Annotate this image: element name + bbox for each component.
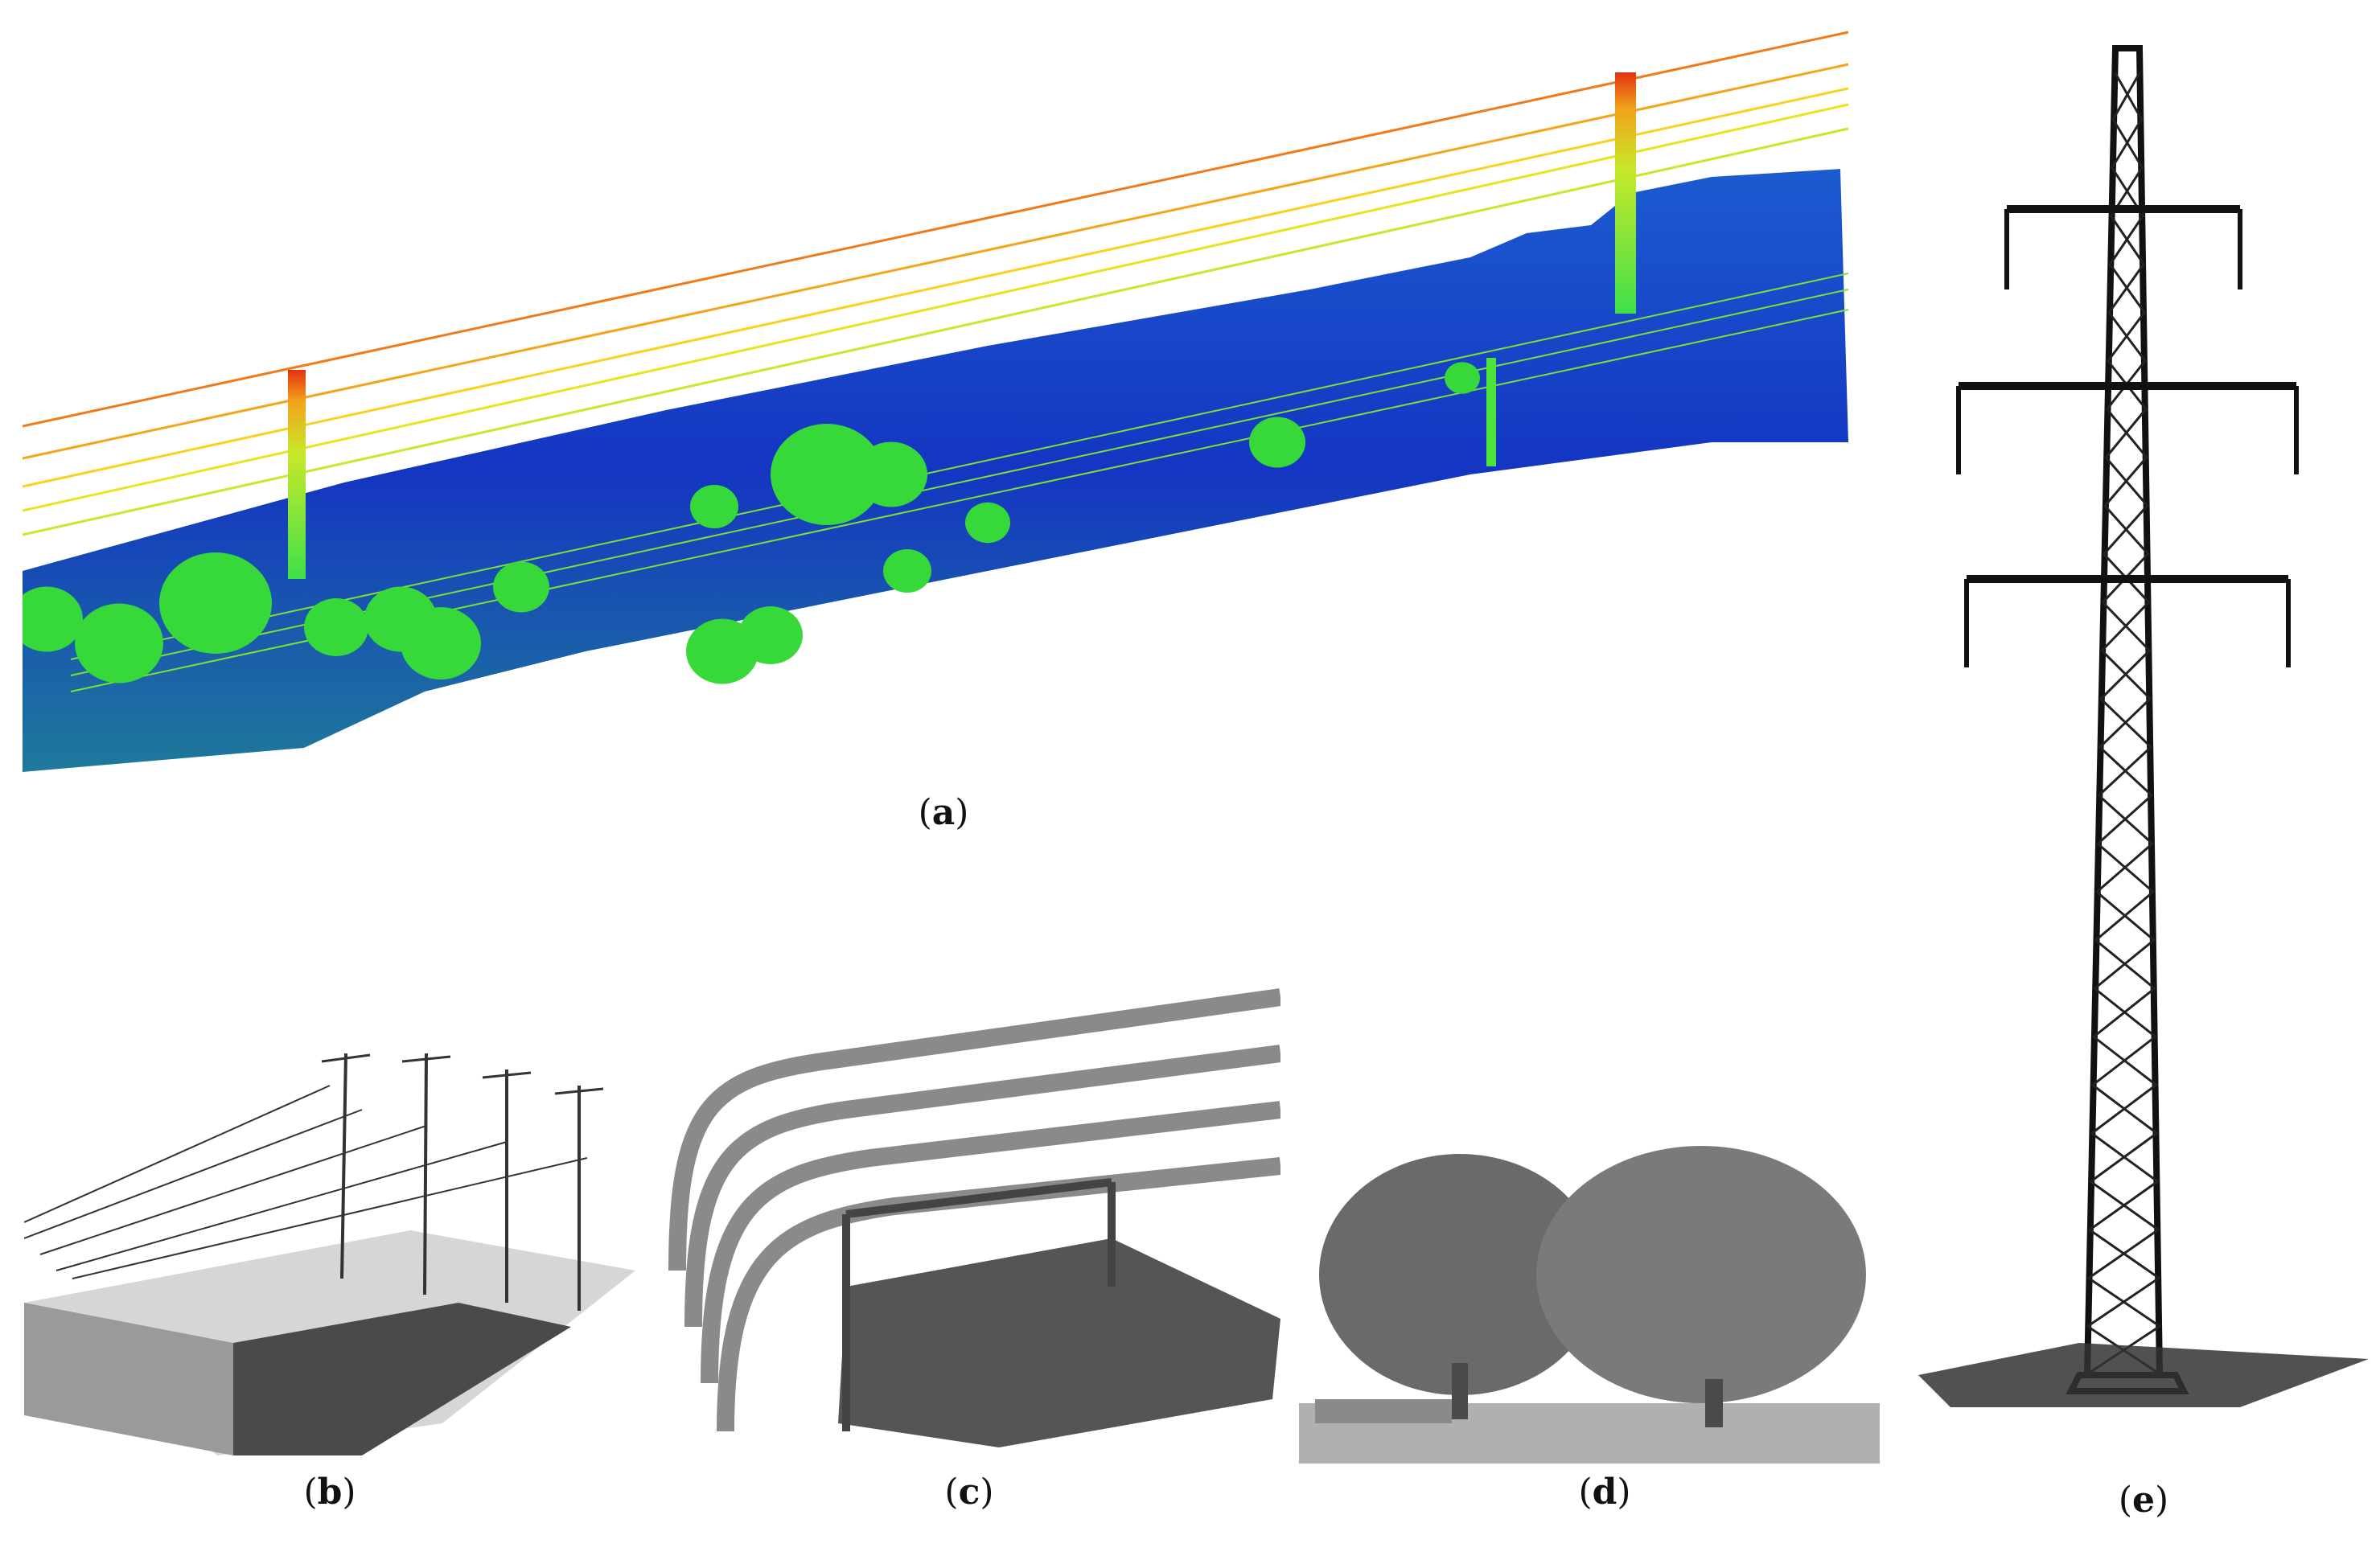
- tree-blob: [401, 607, 481, 679]
- floor-surface: [838, 1238, 1280, 1447]
- lattice-brace: [2110, 265, 2147, 314]
- tree-trunk-right: [1705, 1379, 1723, 1427]
- lattice-brace: [2086, 1277, 2160, 1328]
- tree-blob: [738, 606, 803, 664]
- corridor-point-cloud-image: [23, 31, 1849, 772]
- lattice-brace: [2111, 72, 2141, 121]
- lattice-brace: [2094, 987, 2157, 1039]
- pylon-crossarms: [1959, 205, 2296, 583]
- tree-blob: [304, 598, 368, 656]
- vegetation-points: [23, 362, 1480, 684]
- lattice-brace: [2112, 120, 2144, 170]
- lattice-brace: [2106, 458, 2149, 507]
- lattice-brace: [2090, 1084, 2156, 1135]
- trees-point-cloud-image: [1299, 1146, 1880, 1464]
- lattice-brace: [2090, 1036, 2156, 1087]
- panel-b-utility-poles: [24, 1037, 635, 1472]
- lattice-brace: [2103, 458, 2147, 507]
- panel-e-lattice-pylon: [1918, 24, 2369, 1415]
- lattice-brace: [2096, 794, 2152, 846]
- tree-blob: [23, 586, 83, 652]
- panel-d-trees: [1299, 1138, 1880, 1464]
- pole-crossarms: [321, 1053, 604, 1095]
- lattice-brace: [2086, 1229, 2159, 1280]
- lattice-pylon-point-cloud-image: [1918, 45, 2369, 1407]
- tree-blob: [883, 549, 931, 593]
- lattice-brace: [2098, 794, 2155, 846]
- utility-poles: [340, 1053, 581, 1311]
- caption-a: (a): [918, 792, 969, 833]
- lattice-brace: [2091, 1132, 2160, 1184]
- lattice-brace: [2092, 987, 2155, 1039]
- lattice-brace: [2102, 650, 2152, 701]
- panel-c-covered-structure: [661, 949, 1280, 1464]
- pylon-base-ground: [1918, 1343, 2369, 1407]
- pylon-left: [288, 370, 306, 579]
- caption-c: (c): [944, 1472, 994, 1513]
- insulator-strings: [1956, 209, 2299, 667]
- lattice-brace: [2099, 650, 2150, 701]
- low-wall: [1315, 1399, 1452, 1423]
- lattice-brace: [2099, 746, 2154, 798]
- lattice-brace: [2090, 1180, 2160, 1232]
- lattice-brace: [2108, 313, 2148, 363]
- lattice-brace: [2097, 746, 2152, 798]
- tree-canopy-right: [1536, 1146, 1866, 1403]
- caption-b: (b): [303, 1472, 356, 1513]
- lattice-brace: [2114, 72, 2144, 121]
- lattice-brace: [2106, 313, 2145, 363]
- ground-points: [23, 169, 1848, 772]
- lattice-brace: [2110, 120, 2142, 170]
- lattice-brace: [2095, 843, 2152, 894]
- tree-blob: [1445, 362, 1480, 394]
- lattice-brace: [2100, 601, 2149, 653]
- tree-blob: [159, 552, 272, 654]
- caption-e: (e): [2118, 1480, 2169, 1521]
- pole-right: [1486, 358, 1496, 466]
- lattice-brace: [2098, 843, 2155, 894]
- tree-trunk-left: [1452, 1363, 1468, 1419]
- road-surface: [233, 1303, 571, 1455]
- lattice-brace: [2088, 1180, 2158, 1232]
- pylon-right: [1615, 72, 1636, 314]
- covered-structure-point-cloud-image: [668, 988, 1280, 1447]
- lattice-brace: [2111, 216, 2146, 266]
- overhead-wires: [24, 1085, 588, 1279]
- lattice-brace: [2108, 216, 2144, 266]
- tree-blob: [493, 561, 549, 613]
- lattice-brace: [2089, 1229, 2161, 1280]
- lattice-brace: [2096, 891, 2156, 942]
- lattice-brace: [2088, 1277, 2162, 1328]
- tree-blob: [75, 603, 163, 684]
- tree-blob: [690, 485, 738, 528]
- lattice-brace: [2102, 505, 2148, 556]
- lattice-brace: [2104, 505, 2150, 556]
- lattice-brace: [2103, 601, 2152, 653]
- lattice-brace: [2107, 265, 2144, 314]
- lattice-brace: [2095, 939, 2156, 991]
- tree-blob: [965, 502, 1010, 544]
- lattice-brace: [2093, 1036, 2158, 1087]
- lattice-brace: [2098, 698, 2151, 749]
- building-wall: [24, 1303, 233, 1455]
- lattice-brace: [2093, 939, 2154, 991]
- lattice-brace: [2089, 1132, 2157, 1184]
- tree-blob: [771, 424, 883, 525]
- power-wires: [23, 31, 1849, 692]
- utility-poles-point-cloud-image: [24, 1053, 635, 1455]
- caption-d: (d): [1578, 1472, 1631, 1513]
- tree-canopy-left: [1319, 1154, 1601, 1395]
- tree-blob: [1249, 417, 1305, 468]
- lattice-brace: [2092, 1084, 2159, 1135]
- lattice-brace: [2104, 409, 2146, 459]
- lattice-brace: [2107, 409, 2148, 459]
- tree-blob: [855, 441, 927, 507]
- panel-a-colored-point-cloud: [23, 24, 1864, 788]
- lattice-brace: [2094, 891, 2153, 942]
- lattice-brace: [2100, 698, 2153, 749]
- frame-columns: [842, 1178, 1116, 1431]
